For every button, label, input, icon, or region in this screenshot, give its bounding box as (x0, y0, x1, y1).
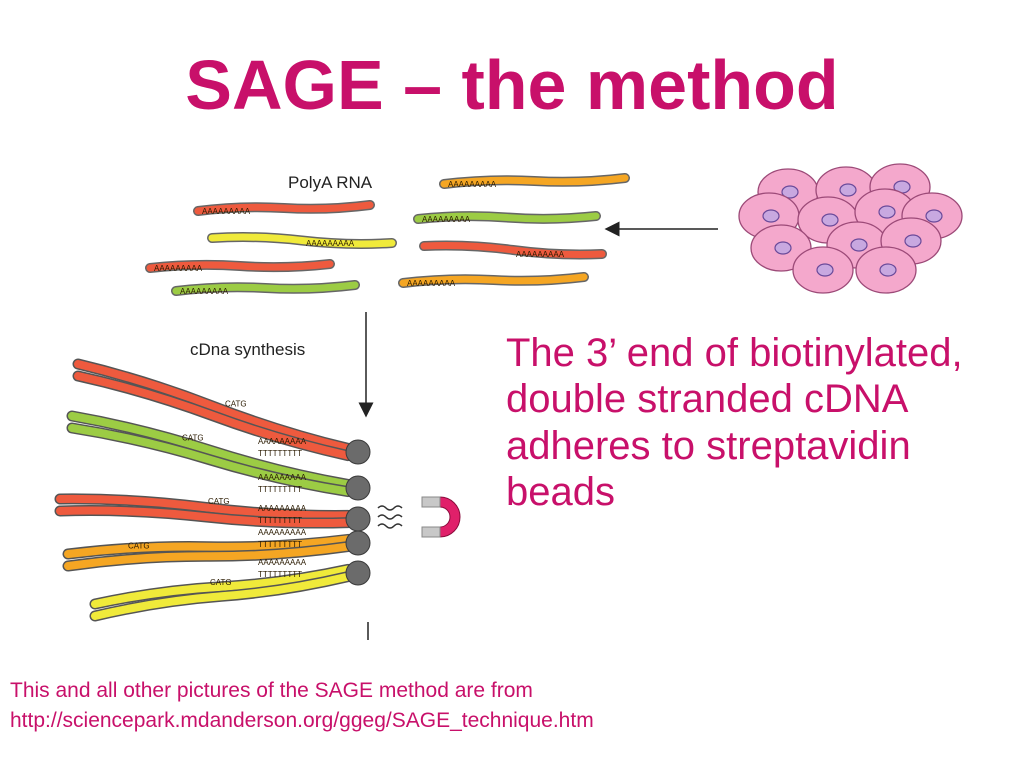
streptavidin-bead (345, 560, 371, 586)
cell-nucleus (878, 205, 896, 219)
polya-tail-label: AAAAAAAAA (306, 239, 355, 248)
polya-tail-label: AAAAAAAAA (258, 437, 307, 446)
rna-strand (172, 281, 359, 295)
source-footnote: This and all other pictures of the SAGE … (10, 676, 594, 737)
streptavidin-beads (345, 439, 371, 586)
slide-caption: The 3’ end of biotinylated, double stran… (506, 331, 963, 515)
polya-tail-label: AAAAAAAAA (258, 504, 307, 513)
cdna-strand (64, 542, 352, 570)
slide-title: SAGE – the method (185, 46, 839, 124)
streptavidin-bead (345, 475, 371, 501)
polya-tail-label: AAAAAAAAA (516, 250, 565, 259)
polya-rna-strands: AAAAAAAAA AAAAAAAAA AAAAAAAAA AAAAAAAAA AAAA… (145, 173, 630, 296)
cell-nucleus (839, 183, 857, 197)
polya-tail-label: AAAAAAAAA (154, 264, 203, 273)
polya-tail-label: AAAAAAAAA (407, 279, 456, 288)
cdna-strand (91, 572, 352, 620)
polya-tail-label: AAAAAAAAA (258, 528, 307, 537)
poly-t-label: TTTTTTTTT (258, 485, 302, 494)
cdna-strand (68, 424, 352, 496)
double-stranded-cdna: CATG AAAAAAAAA TTTTTTTTT CATG AAAAAAAAA TTTTT… (54, 358, 354, 622)
polya-tail-label: AAAAAAAAA (180, 287, 229, 296)
cdna-strand (68, 412, 352, 489)
rna-strand (146, 260, 334, 272)
poly-t-label: TTTTTTTTT (258, 449, 302, 458)
cdna-strand (56, 494, 352, 520)
rna-strand (194, 201, 374, 215)
polya-tail-label: AAAAAAAAA (422, 215, 471, 224)
polya-tail-label: AAAAAAAAA (202, 207, 251, 216)
cdna-strand (74, 360, 352, 453)
cell-nucleus (925, 209, 943, 223)
polya-tail-label: AAAAAAAAA (258, 473, 307, 482)
rna-strand (208, 233, 396, 248)
cell-nucleus (781, 185, 799, 199)
rna-strand (420, 242, 606, 258)
catg-label: CATG (208, 497, 230, 506)
cdna-strand (91, 565, 352, 608)
rna-strand (440, 174, 629, 188)
cdna-synthesis-label: cDna synthesis (190, 340, 305, 359)
poly-t-label: TTTTTTTTT (258, 570, 302, 579)
streptavidin-bead (345, 506, 371, 532)
cdna-strand (74, 372, 352, 460)
polya-rna-label: PolyA RNA (288, 173, 373, 192)
poly-t-label: TTTTTTTTT (258, 540, 302, 549)
sage-diagram: PolyA RNA cDna synthesis AAAAAAAAAAAAAAA… (54, 163, 963, 640)
cell-nucleus (762, 209, 780, 223)
cell-nucleus (816, 263, 834, 277)
polya-tail-label: AAAAAAAAA (448, 180, 497, 189)
footnote-line: This and all other pictures of the SAGE … (10, 679, 533, 702)
attraction-lines-icon (377, 505, 403, 529)
source-url-link[interactable]: http://sciencepark.mdanderson.org/ggeg/S… (10, 709, 594, 733)
streptavidin-bead (345, 439, 371, 465)
poly-t-label: TTTTTTTTT (258, 516, 302, 525)
cell-nucleus (821, 213, 839, 227)
cell-nucleus (879, 263, 897, 277)
cdna-strand (64, 535, 352, 558)
streptavidin-bead (345, 530, 371, 556)
cdna-strand (56, 506, 352, 528)
catg-label: CATG (128, 541, 150, 550)
cell-nucleus (774, 241, 792, 255)
rna-strand (414, 212, 600, 223)
polya-tail-label: AAAAAAAAA (258, 558, 307, 567)
catg-label: CATG (210, 578, 232, 587)
magnet-icon (421, 496, 461, 538)
cell-cluster (738, 163, 963, 294)
catg-label: CATG (225, 400, 247, 409)
cell-nucleus (904, 234, 922, 248)
catg-label: CATG (182, 433, 204, 442)
cell-nucleus (850, 238, 868, 252)
rna-strand (399, 273, 588, 287)
